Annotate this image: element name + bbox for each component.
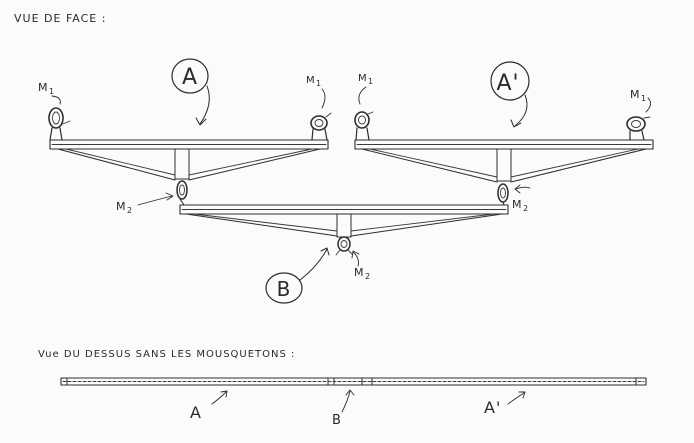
arrow-icon [345, 389, 355, 396]
label-b-circle [265, 272, 303, 304]
arrow-icon [220, 390, 228, 398]
svg-text:M: M [306, 75, 316, 86]
carabiner-icon [48, 107, 71, 141]
svg-text:1: 1 [641, 94, 647, 103]
top-view-label-b: B [332, 413, 342, 428]
svg-text:M: M [354, 266, 365, 279]
svg-text:M: M [630, 88, 641, 101]
label-a-circle [171, 58, 209, 94]
truss-a-prime [354, 139, 654, 183]
top-view-label-a: A [190, 403, 202, 422]
label-m1: M 1 [38, 81, 61, 105]
label-m1: M 1 [358, 73, 374, 105]
svg-text:M: M [358, 73, 368, 84]
carabiner-icon [335, 236, 353, 256]
svg-text:M: M [116, 200, 127, 213]
arrow-icon [510, 119, 522, 128]
arrow-icon [507, 392, 525, 405]
top-view-title: Vue DU DESSUS SANS LES MOUSQUETONS : [38, 349, 295, 360]
carabiner-icon [626, 116, 651, 141]
arrow-icon [514, 94, 528, 127]
carabiner-icon [497, 183, 509, 206]
arrow-icon [195, 117, 207, 126]
svg-text:1: 1 [316, 79, 322, 88]
carabiner-icon [354, 111, 374, 141]
label-a-prime-circle [490, 61, 530, 101]
svg-text:M: M [512, 198, 523, 211]
label-m1: M 1 [630, 88, 651, 113]
front-view-title: VUE DE FACE : [14, 12, 106, 25]
arrow-icon [341, 390, 351, 413]
label-b: B [277, 277, 292, 301]
arrow-icon [518, 391, 526, 399]
truss-a [49, 139, 329, 181]
label-a-prime: A' [496, 71, 519, 96]
arrow-icon [199, 85, 210, 125]
carabiner-icon [310, 112, 332, 141]
svg-text:1: 1 [49, 87, 55, 96]
svg-text:2: 2 [523, 204, 529, 213]
arrow-icon [211, 391, 227, 405]
svg-text:1: 1 [368, 77, 374, 86]
label-m2: M 2 [512, 184, 531, 213]
truss-b [179, 204, 509, 238]
arrow-icon [299, 248, 328, 281]
label-m2: M 2 [351, 250, 371, 281]
label-m2: M 2 [116, 192, 174, 215]
carabiner-icon [176, 180, 188, 206]
svg-text:2: 2 [127, 206, 133, 215]
svg-text:2: 2 [365, 272, 371, 281]
top-view-bar [60, 377, 647, 386]
svg-text:M: M [38, 81, 49, 94]
label-a: A [182, 65, 198, 90]
arrow-icon [320, 247, 330, 256]
label-m1: M 1 [306, 75, 326, 109]
top-view-label-a-prime: A' [484, 398, 501, 417]
